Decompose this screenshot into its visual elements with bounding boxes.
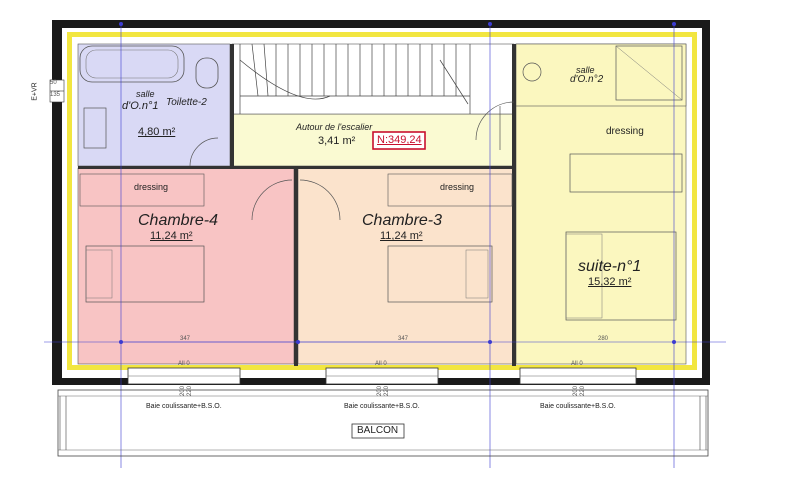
- salle1-area: [77, 43, 231, 167]
- suite-name: suite-n°1: [578, 258, 642, 275]
- h220-1: 220: [187, 385, 194, 397]
- dim-280: 280: [598, 336, 609, 342]
- salle1-area-label: 4,80 m²: [138, 126, 176, 138]
- salle2-area: [515, 43, 687, 107]
- toilet: [195, 57, 219, 89]
- stair-area: [231, 43, 515, 115]
- dressing-c3-label: dressing: [440, 182, 475, 192]
- h220-3: 220: [580, 385, 587, 397]
- window-caption-1: Baie coulissante+B.S.O.: [146, 403, 222, 410]
- salle1-line1: salle: [136, 89, 155, 99]
- all-0-3: All 0: [571, 361, 583, 367]
- all-0-2: All 0: [375, 361, 387, 367]
- level-box: [372, 131, 426, 150]
- dressing-c4-label: dressing: [134, 182, 169, 192]
- salle2-line2: d'O.n°2: [570, 74, 604, 85]
- dressing-suite-label: dressing: [606, 126, 644, 137]
- h200-2: 200: [377, 385, 384, 397]
- dim-135: 135: [50, 92, 61, 98]
- chambre4-area-label: 11,24 m²: [150, 230, 193, 242]
- chambre3-area-label: 11,24 m²: [380, 230, 423, 242]
- salle1-sub: Toilette-2: [166, 97, 207, 108]
- balcon-label: BALCON: [357, 425, 399, 436]
- dim-50: 50: [50, 80, 57, 86]
- bathtub: [79, 45, 185, 83]
- suite-area-label: 15,32 m²: [588, 276, 632, 288]
- chambre3-name: Chambre-3: [362, 212, 443, 229]
- level-label: N:349,24: [377, 134, 422, 146]
- salle2-line1: salle: [576, 65, 595, 75]
- ev-label: E+VR: [31, 82, 39, 101]
- window-caption-2: Baie coulissante+B.S.O.: [344, 403, 420, 410]
- chambre4-name: Chambre-4: [138, 212, 219, 229]
- chambre3-area: [297, 167, 515, 365]
- chambre4-area: [77, 167, 295, 365]
- all-0-1: All 0: [178, 361, 190, 367]
- balcony: [57, 389, 709, 457]
- window-caption-3: Baie coulissante+B.S.O.: [540, 403, 616, 410]
- dim-347b: 347: [398, 336, 409, 342]
- escalier-area-label: 3,41 m²: [318, 135, 356, 147]
- h220-2: 220: [384, 385, 391, 397]
- dim-347a: 347: [180, 336, 191, 342]
- salle1-line2: d'O.n°1: [122, 100, 159, 112]
- escalier-name: Autour de l'escalier: [296, 122, 373, 132]
- h200-3: 200: [573, 385, 580, 397]
- h200-1: 200: [180, 385, 187, 397]
- stair: [239, 43, 471, 114]
